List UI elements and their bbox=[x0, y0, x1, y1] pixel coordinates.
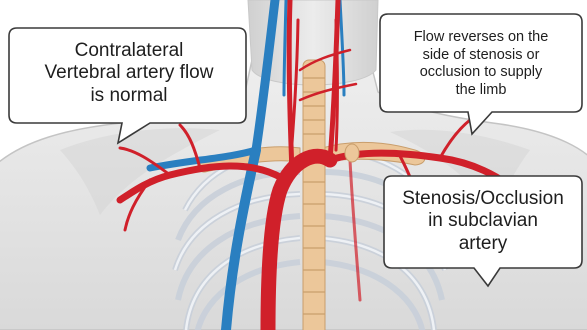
callout-normal-line-1: Contralateral bbox=[20, 40, 238, 62]
callout-normal-line-3: is normal bbox=[20, 85, 238, 107]
callout-reverse-line-2: side of stenosis or bbox=[386, 47, 576, 65]
callout-reverse-flow-text: Flow reverses on the side of stenosis or… bbox=[386, 29, 576, 100]
callout-stenosis-line-1: Stenosis/Occlusion bbox=[390, 188, 576, 210]
callout-reverse-line-4: the limb bbox=[386, 82, 576, 100]
callout-stenosis-line-2: in subclavian bbox=[390, 210, 576, 232]
callout-stenosis-line-3: artery bbox=[390, 233, 576, 255]
stenosis-site bbox=[345, 144, 359, 162]
callout-normal-flow-text: Contralateral Vertebral artery flow is n… bbox=[20, 40, 238, 107]
callout-normal-line-2: Vertebral artery flow bbox=[20, 62, 238, 84]
callout-reverse-line-3: occlusion to supply bbox=[386, 64, 576, 82]
spine bbox=[303, 60, 325, 330]
callout-stenosis-text: Stenosis/Occlusion in subclavian artery bbox=[390, 188, 576, 255]
callout-reverse-line-1: Flow reverses on the bbox=[386, 29, 576, 47]
